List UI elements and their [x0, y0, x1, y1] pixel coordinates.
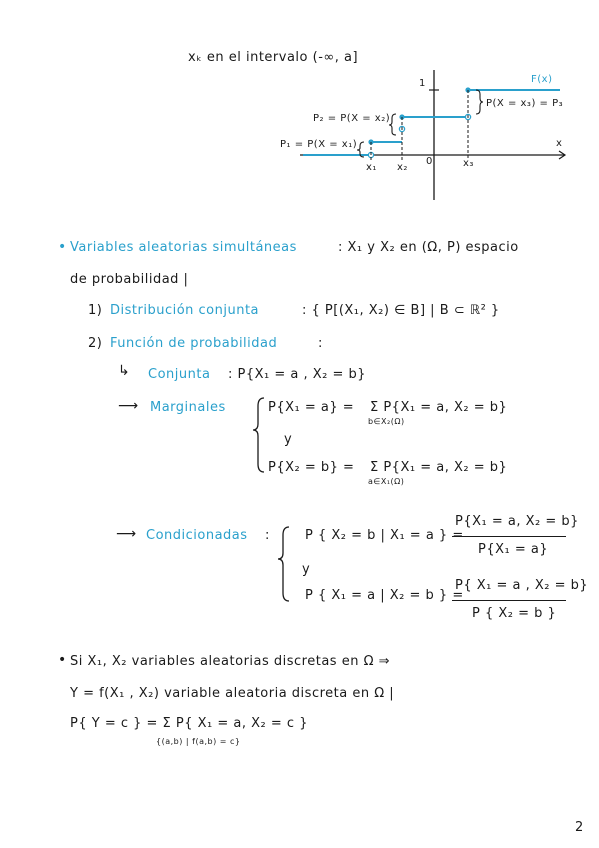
- brace-p3: [475, 89, 484, 115]
- marginal-y: y: [284, 432, 293, 447]
- conditional1-fraction-line: [452, 536, 566, 537]
- marginal2-rhs: Σ P{X₁ = a, X₂ = b}: [370, 460, 508, 475]
- header-line: xₖ en el intervalo (-∞, a]: [188, 50, 359, 65]
- condicionadas-arrow: ⟶: [116, 526, 137, 542]
- p2-label: P₂ = P(X = x₂): [313, 113, 391, 124]
- conditional1-denominator: P{X₁ = a}: [478, 542, 549, 557]
- conditional1-numerator: P{X₁ = a, X₂ = b}: [455, 514, 579, 529]
- section1-title: Variables aleatorias simultáneas: [70, 240, 297, 255]
- f-label: F(x): [531, 74, 553, 85]
- section2-line2: Y = f(X₁ , X₂) variable aleatoria discre…: [70, 686, 395, 701]
- section1-intro-rest: : X₁ y X₂ en (Ω, P) espacio: [338, 240, 519, 255]
- x-axis-label: x: [556, 138, 563, 149]
- item2-title: Función de probabilidad: [110, 336, 278, 351]
- conditional-y: y: [302, 562, 311, 577]
- conjunta-rest: : P{X₁ = a , X₂ = b}: [228, 367, 367, 382]
- marginal2-subscript: a∈X₁(Ω): [368, 477, 405, 486]
- x-tick-1: x₁: [366, 162, 377, 173]
- item1-rest: : { P[(X₁, X₂) ∈ B] | B ⊂ ℝ² }: [302, 303, 500, 318]
- brace-p1: [356, 141, 365, 158]
- section1-bullet: •: [58, 239, 67, 255]
- marginal1-subscript: b∈X₂(Ω): [368, 417, 405, 426]
- conditional2-fraction-line: [452, 600, 566, 601]
- marginales-title: Marginales: [150, 400, 226, 415]
- section2-line3: P{ Y = c } = Σ P{ X₁ = a, X₂ = c }: [70, 716, 308, 731]
- x-tick-2: x₂: [397, 162, 408, 173]
- section2-line1: Si X₁, X₂ variables aleatorias discretas…: [70, 654, 391, 669]
- conditional1-lhs: P { X₂ = b | X₁ = a } =: [305, 528, 464, 543]
- section1-intro-line2: de probabilidad |: [70, 272, 189, 287]
- y-tick-label: 1: [419, 78, 426, 89]
- item2-colon: :: [318, 336, 323, 351]
- x-axis-arrow: [558, 150, 567, 160]
- condicionadas-title: Condicionadas: [146, 528, 248, 543]
- conjunta-arrow: ↳: [118, 363, 131, 379]
- p1-label: P₁ = P(X = x₁): [280, 139, 358, 150]
- item1-title: Distribución conjunta: [110, 303, 260, 318]
- p3-label: P(X = x₃) = P₃: [486, 98, 564, 109]
- section2-line3-subscript: {(a,b) | f(a,b) = c}: [156, 737, 241, 746]
- page-number: 2: [575, 820, 584, 835]
- condicionadas-colon: :: [265, 528, 270, 543]
- origin-label: 0: [426, 156, 433, 167]
- item1-number: 1): [88, 303, 103, 318]
- item2-number: 2): [88, 336, 103, 351]
- marginal1-lhs: P{X₁ = a} =: [268, 400, 355, 415]
- cdf-step-graph: [300, 70, 567, 200]
- conditional2-numerator: P{ X₁ = a , X₂ = b}: [455, 578, 589, 593]
- marginal1-rhs: Σ P{X₁ = a, X₂ = b}: [370, 400, 508, 415]
- marginal2-lhs: P{X₂ = b} =: [268, 460, 355, 475]
- marginales-arrow: ⟶: [118, 398, 139, 414]
- x-tick-3: x₃: [463, 158, 474, 169]
- conditional2-denominator: P { X₂ = b }: [472, 606, 557, 621]
- conditional2-lhs: P { X₁ = a | X₂ = b } =: [305, 588, 464, 603]
- brace-p2: [388, 113, 397, 136]
- section2-bullet: •: [58, 652, 67, 668]
- conjunta-title: Conjunta: [148, 367, 211, 382]
